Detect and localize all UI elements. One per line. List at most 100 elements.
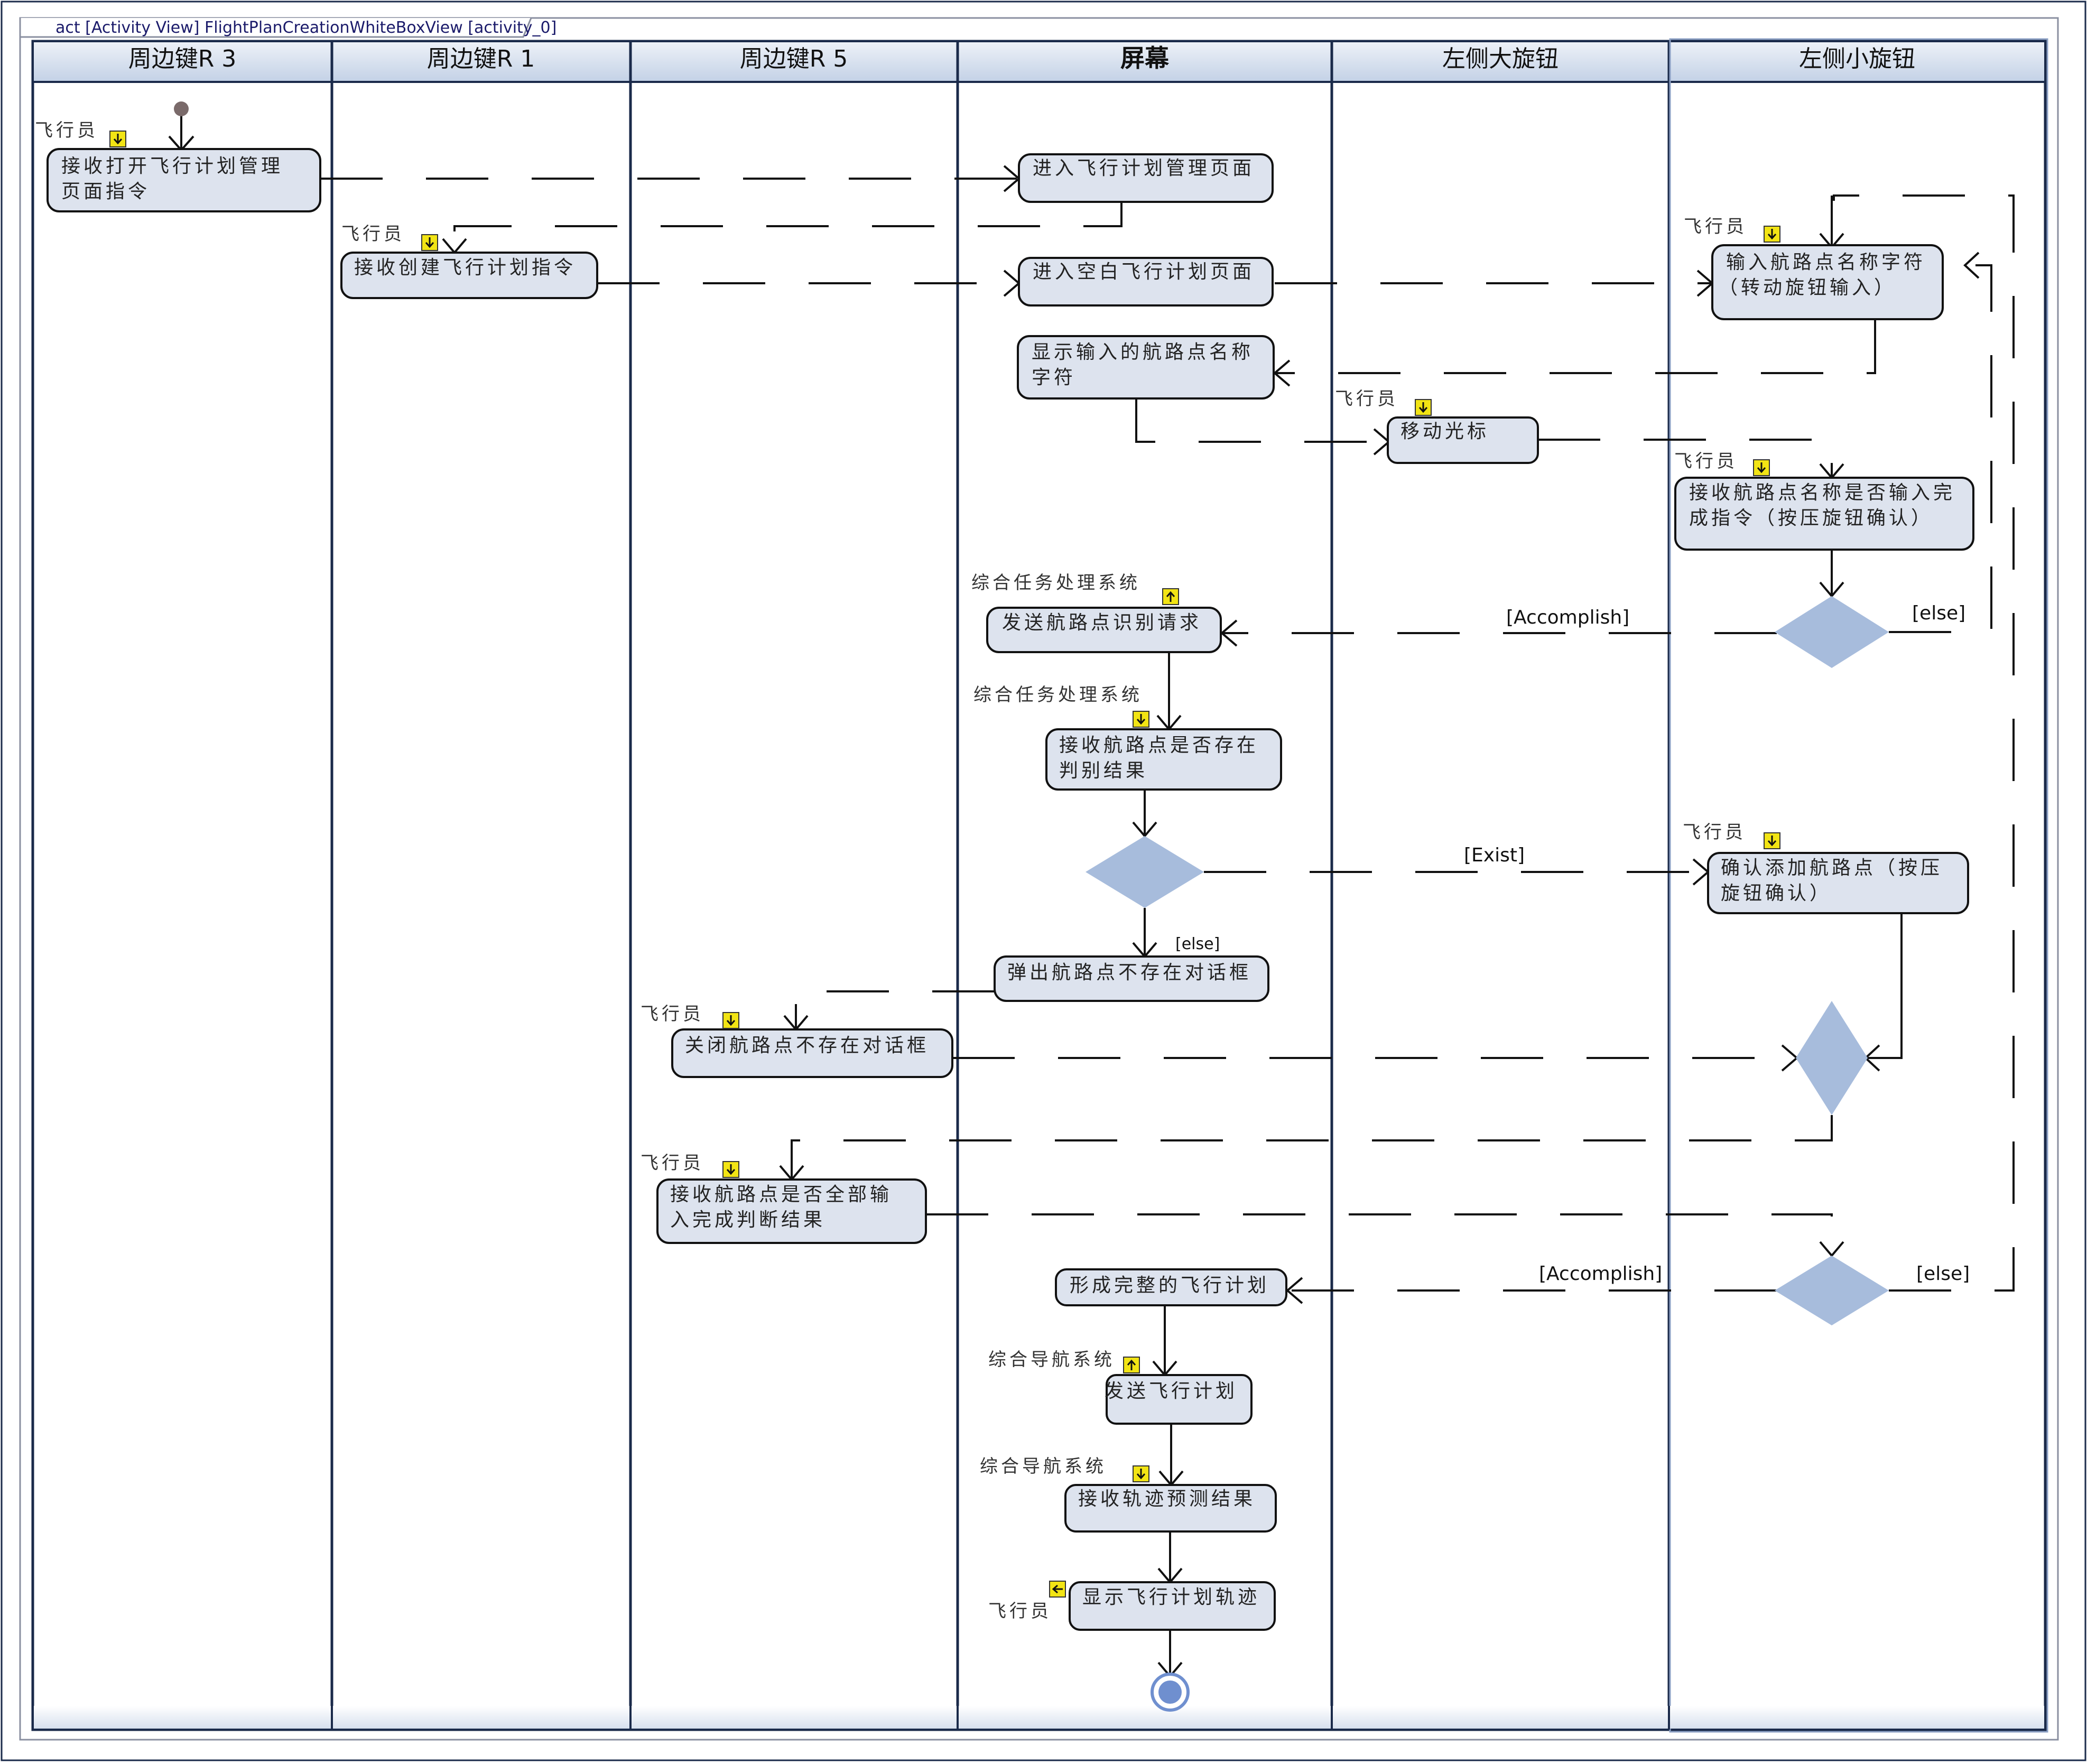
flow-a2-a3 (453, 202, 1123, 252)
guard-exist: [Exist] (1464, 844, 1525, 866)
lane-header-r3 (32, 40, 333, 83)
action-a8 (1674, 477, 1974, 551)
action-a8-label: 接收航路点名称是否输入完成指令（按压旋钮确认） (1689, 482, 1955, 529)
lane-title-bigknob: 左侧大旋钮 (1442, 45, 1559, 72)
action-a11-tag: 飞行员 (1683, 822, 1746, 843)
action-a17-label: 接收轨迹预测结果 (1078, 1488, 1256, 1510)
action-a1-tag: 飞行员 (35, 120, 98, 141)
action-a8-tag: 飞行员 (1674, 451, 1738, 472)
action-a9 (986, 607, 1222, 653)
action-a4-label: 进入空白飞行计划页面 (1033, 261, 1255, 283)
decision-d1 (1775, 596, 1889, 668)
pin-down-icon (722, 1012, 739, 1029)
action-a18-label: 显示飞行计划轨迹 (1082, 1586, 1260, 1608)
decision-d4 (1775, 1256, 1889, 1325)
lane-bottom-band (34, 1706, 2044, 1729)
flow-a5-a6 (1275, 319, 1876, 374)
pin-down-icon (722, 1161, 739, 1178)
frame-tab (19, 17, 532, 38)
action-a1 (47, 148, 321, 212)
initial-node (174, 101, 189, 116)
action-a13-tag: 飞行员 (641, 1004, 704, 1025)
pin-down-icon (1764, 832, 1780, 849)
flow-a7-a8 (1538, 439, 1833, 477)
guard-accomplish-2: [Accomplish] (1539, 1263, 1662, 1285)
action-a12-label: 弹出航路点不存在对话框 (1007, 962, 1251, 983)
action-a17 (1064, 1484, 1277, 1533)
flow-d4-else-a5 (1833, 194, 2015, 1292)
action-nodes (47, 148, 1974, 1631)
action-a9-tag: 综合任务处理系统 (971, 572, 1140, 593)
action-a7-label: 移动光标 (1400, 421, 1489, 442)
action-a18 (1069, 1581, 1276, 1631)
pin-left-icon (1049, 1581, 1066, 1598)
action-a2-label: 进入飞行计划管理页面 (1033, 157, 1255, 179)
action-a13 (671, 1028, 953, 1078)
pin-down-icon (1753, 459, 1770, 476)
pin-down-icon (1133, 711, 1149, 728)
lane-titles: 周边键R 3 周边键R 1 周边键R 5 屏幕 左侧大旋钮 左侧小旋钮 (128, 44, 1915, 72)
merge-d3 (1796, 1001, 1868, 1115)
action-a16-label: 发送飞行计划 (1105, 1380, 1238, 1402)
action-a5 (1711, 244, 1944, 320)
guard-accomplish-1: [Accomplish] (1506, 607, 1629, 628)
action-a10-tag: 综合任务处理系统 (973, 684, 1143, 705)
guard-labels: [Accomplish] [else] [Exist] [else] [Acco… (1175, 602, 1970, 1285)
pin-down-icon (1764, 226, 1780, 243)
action-a5-tag: 飞行员 (1684, 216, 1747, 237)
guard-else-3: [else] (1916, 1263, 1970, 1285)
action-a17-tag: 综合导航系统 (980, 1456, 1107, 1477)
pin-icons (109, 131, 1780, 1598)
action-a11 (1707, 852, 1969, 914)
lane-header-smallknob (1668, 40, 2046, 83)
control-flows (320, 178, 2015, 1292)
action-a3 (340, 252, 598, 299)
action-a15-label: 形成完整的飞行计划 (1070, 1275, 1269, 1296)
action-a16 (1106, 1374, 1253, 1425)
pin-down-icon (421, 234, 438, 251)
pin-down-icon (1415, 399, 1432, 416)
action-a9-label: 发送航路点识别请求 (1002, 612, 1202, 634)
action-labels: 接收打开飞行计划管理页面指令 进入飞行计划管理页面 接收创建飞行计划指令 进入空… (61, 155, 1955, 1608)
pin-up-icon (1123, 1357, 1140, 1373)
action-a16-tag: 综合导航系统 (988, 1349, 1115, 1370)
flow-a12-a13 (795, 990, 995, 1028)
actor-tags: 飞行员 飞行员 飞行员 飞行员 飞行员 综合任务处理系统 综合任务处理系统 飞行… (35, 120, 1747, 1622)
lane-title-r1: 周边键R 1 (427, 45, 535, 72)
decision-nodes (1086, 596, 1889, 1325)
action-a10 (1045, 728, 1282, 791)
action-a12 (994, 955, 1269, 1002)
final-node (1151, 1673, 1190, 1712)
frame-label: act [Activity View] FlightPlanCreationWh… (55, 18, 556, 37)
action-a7 (1387, 416, 1539, 464)
action-a14-tag: 飞行员 (641, 1153, 704, 1174)
action-a6 (1017, 335, 1275, 400)
action-a14-label: 接收航路点是否全部输入完成判断结果 (670, 1184, 892, 1231)
flow-a11-d3 (1866, 913, 1903, 1059)
action-a14 (656, 1178, 927, 1244)
solid-flows (180, 114, 1903, 1675)
flow-a6-a7 (1135, 398, 1387, 443)
action-a13-label: 关闭航路点不存在对话框 (685, 1035, 929, 1056)
pin-down-icon (1133, 1465, 1149, 1482)
lane-title-smallknob: 左侧小旋钮 (1799, 45, 1915, 72)
action-a7-tag: 飞行员 (1335, 388, 1398, 410)
flow-d3-a14 (791, 1115, 1833, 1178)
flow-a14-d4 (926, 1213, 1833, 1255)
lane-title-r3: 周边键R 3 (128, 45, 237, 72)
action-a1-label: 接收打开飞行计划管理页面指令 (61, 155, 283, 202)
flow-d1-else-a5 (1889, 264, 1992, 633)
action-a2 (1018, 153, 1274, 203)
action-a18-tag: 飞行员 (988, 1601, 1052, 1622)
action-a10-label: 接收航路点是否存在判别结果 (1059, 735, 1259, 782)
guard-else-2: [else] (1175, 935, 1220, 953)
action-a3-label: 接收创建飞行计划指令 (354, 257, 576, 278)
pin-up-icon (1162, 588, 1179, 605)
diagram-frame (19, 17, 2059, 1741)
lane-bottom-dividers (331, 1706, 1670, 1730)
pin-down-icon (109, 131, 126, 147)
lane-headers (32, 40, 2046, 83)
